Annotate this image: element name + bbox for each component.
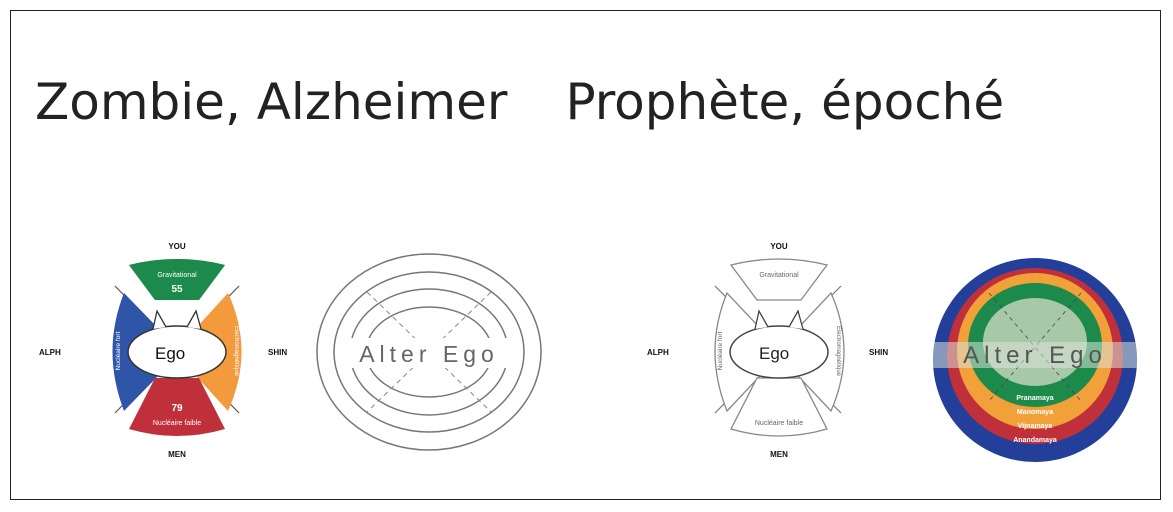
ring-label: Manomaya [1017,409,1053,416]
left-alter-ego-ellipse: Alter Ego [317,254,541,450]
label-you: YOU [168,242,186,251]
right-petal-text: Électromagnétique [835,326,842,377]
right-value: 74 [211,348,223,359]
ego-label: Ego [155,344,185,363]
label-men: MEN [168,450,186,459]
right-alter-ego-circle: Alter Ego Pranamaya Manomaya Vijnamaya A… [927,258,1143,462]
diagrams: Ego YOU MEN ALPH SHIN Gravitational 55 7… [11,11,1162,501]
ego-label: Ego [759,344,789,363]
outline-petal-top [731,259,827,300]
label-alph: ALPH [647,348,669,357]
bottom-petal-text: Nucléaire faible [755,420,803,427]
alter-ego-text: Alter Ego [963,342,1107,369]
label-men: MEN [770,450,788,459]
label-shin: SHIN [268,348,287,357]
bottom-petal-text: Nucléaire faible [153,420,201,427]
ear-right [789,311,803,329]
right-petal-text: Électromagnétique [233,326,240,377]
ring-label: Pranamaya [1016,395,1053,402]
ear-right [187,311,201,329]
label-you: YOU [770,242,788,251]
top-value: 55 [171,284,183,295]
left-value: 79 [135,348,147,359]
ear-left [153,311,166,329]
top-petal-text: Gravitational [157,272,197,279]
bottom-value: 79 [171,403,183,414]
left-petal-text: Nucléaire fort [717,331,724,370]
label-shin: SHIN [869,348,888,357]
label-alph: ALPH [39,348,61,357]
left-petal-text: Nucléaire fort [115,331,122,370]
right-quadrant-diagram: Ego YOU MEN ALPH SHIN Gravitational Nucl… [647,242,888,459]
alter-ego-text: Alter Ego [359,341,499,367]
ring-label: Vijnamaya [1018,423,1053,430]
ear-left [755,311,768,329]
ring-label: Anandamaya [1013,437,1057,444]
left-quadrant-diagram: Ego YOU MEN ALPH SHIN Gravitational 55 7… [39,242,287,459]
top-petal-text: Gravitational [759,272,799,279]
